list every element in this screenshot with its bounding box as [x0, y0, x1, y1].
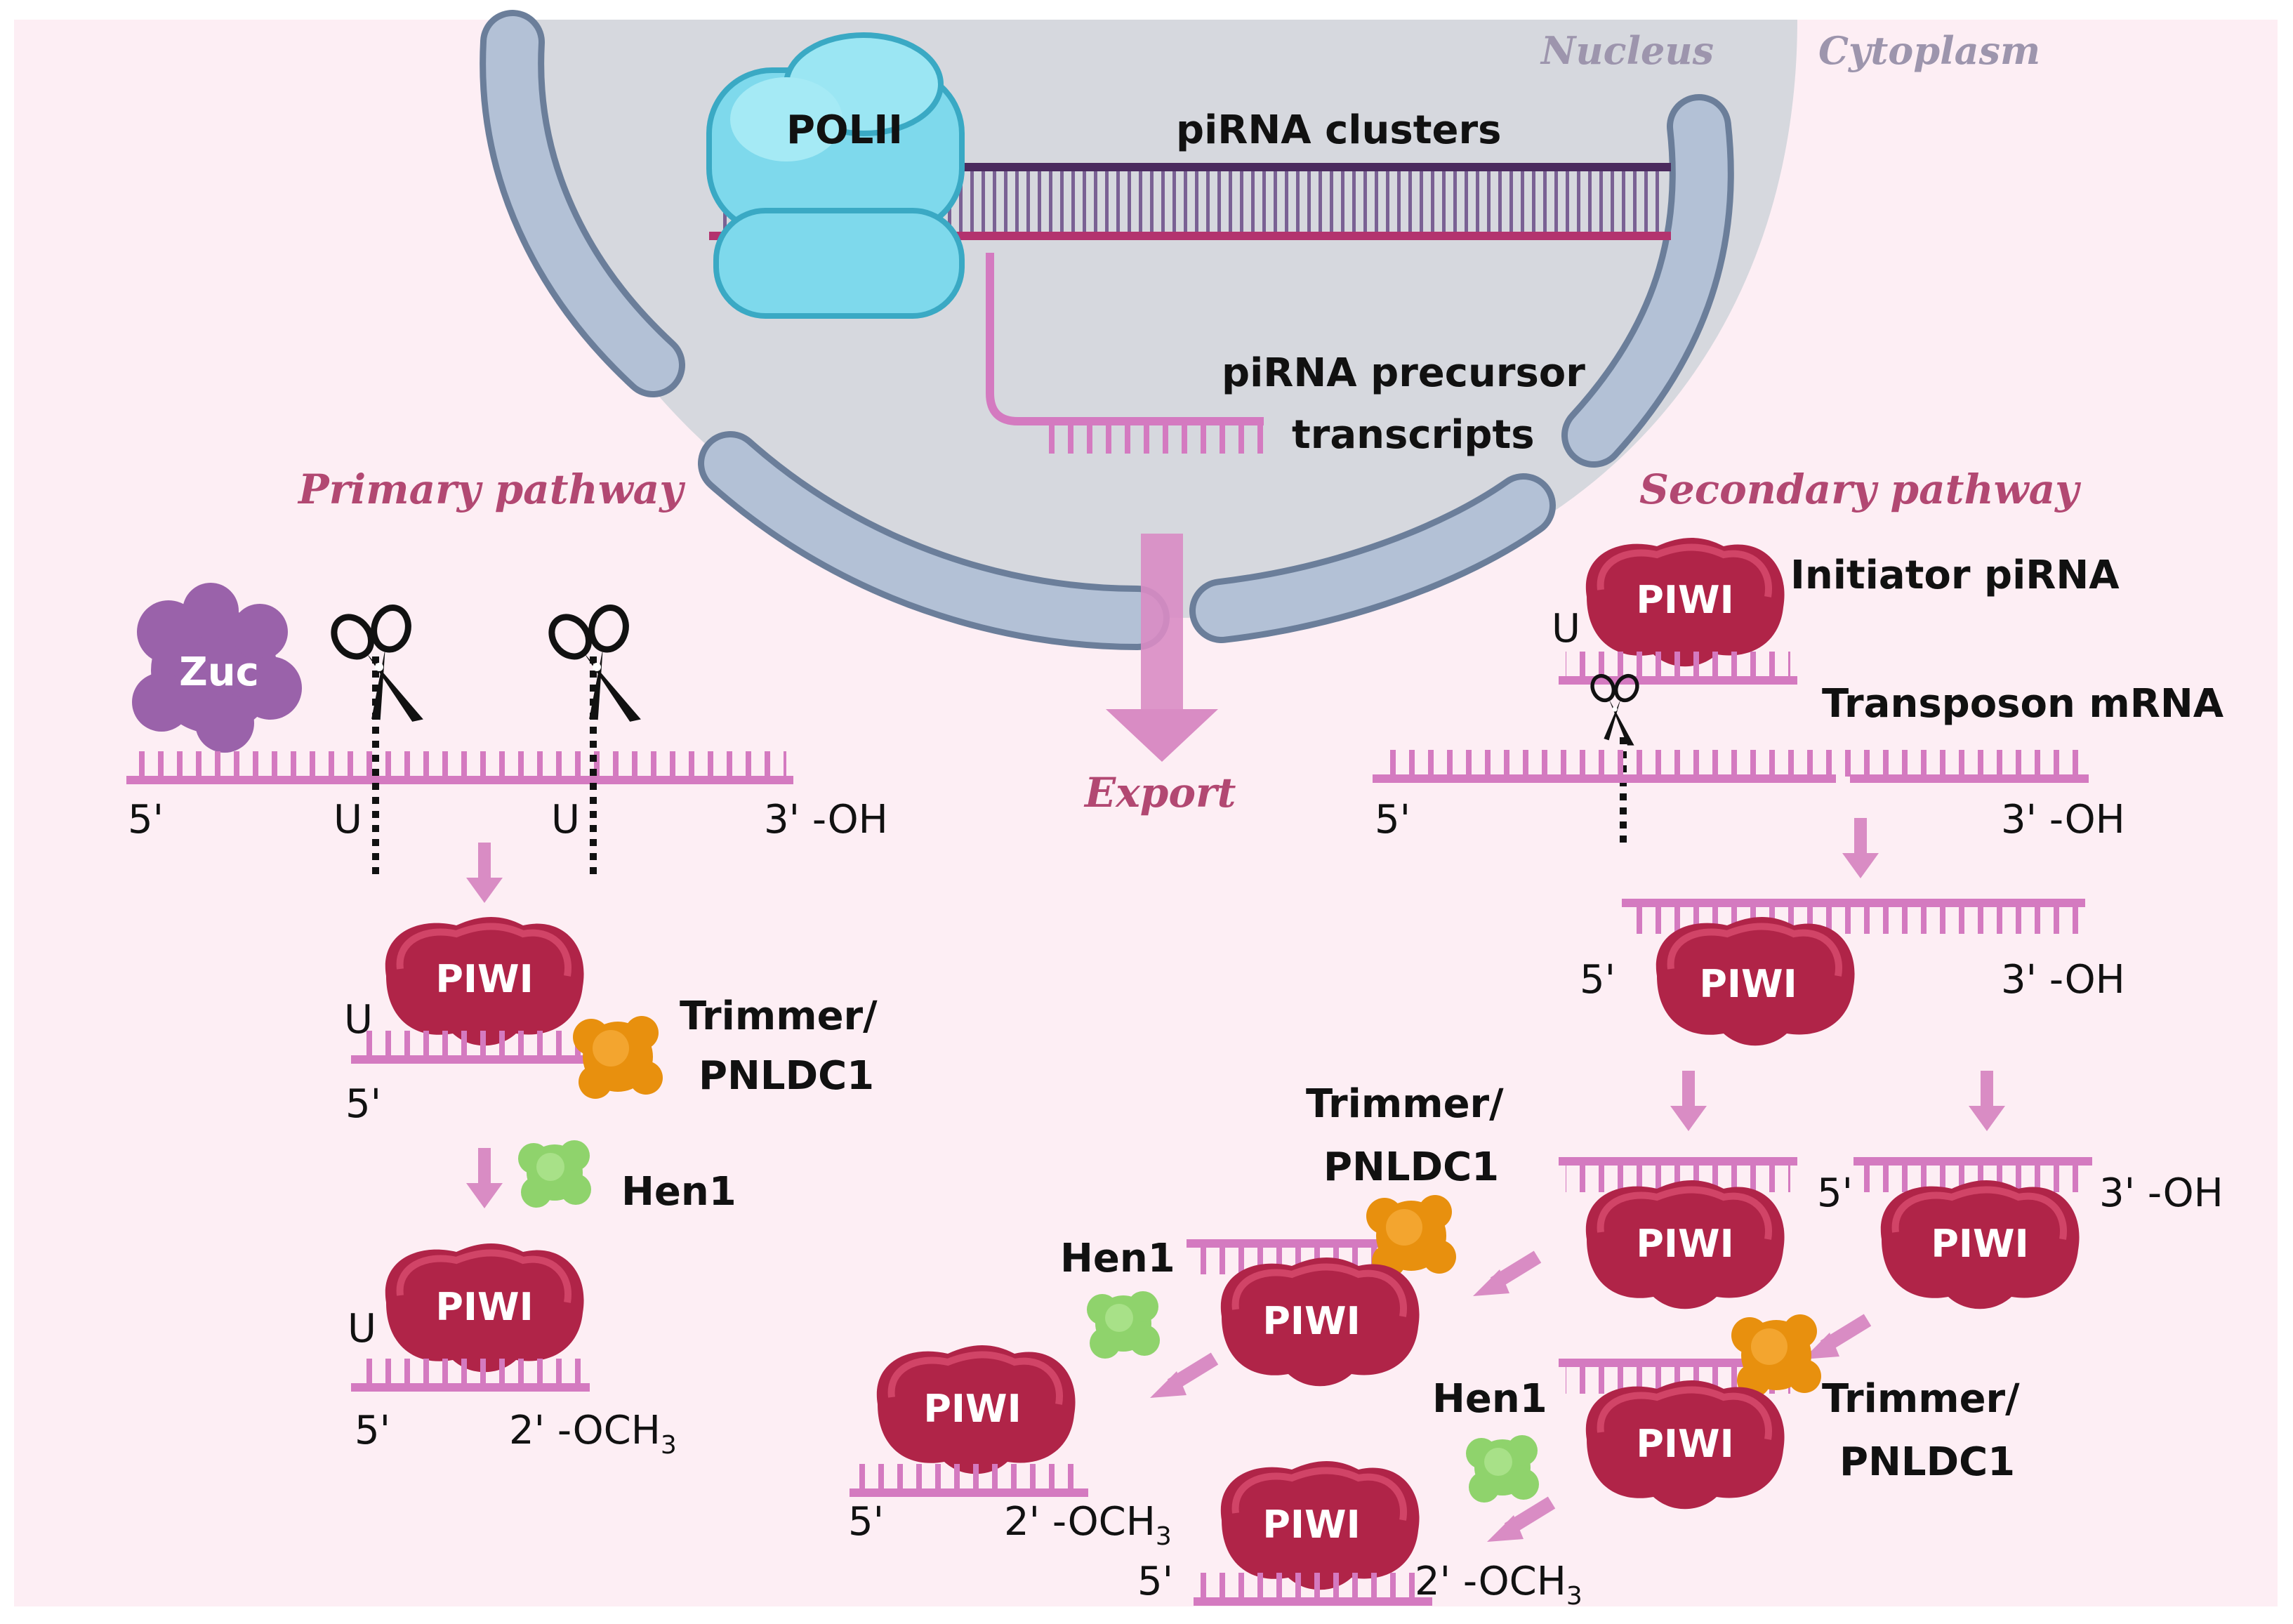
piwi-initiator: PIWI	[1636, 578, 1734, 622]
secondary-3-end-b: 3' -OH	[2001, 957, 2125, 1003]
secondary-5-end-a: 5'	[1375, 797, 1411, 843]
primary-5-end: 5'	[128, 797, 164, 843]
secondary-methyl-h: 2' -OCH3	[1415, 1559, 1582, 1611]
secondary-5-end-h: 5'	[1137, 1559, 1174, 1604]
secondary-trimmer-b-line2: PNLDC1	[1839, 1439, 2016, 1485]
primary-3-end: 3' -OH	[764, 797, 888, 843]
export-label: Export	[1085, 769, 1236, 817]
secondary-trimmer-b-line1: Trimmer/	[1822, 1376, 2020, 1422]
pirna-clusters-label: piRNA clusters	[1176, 107, 1502, 153]
secondary-trimmer-a-line1: Trimmer/	[1306, 1081, 1504, 1127]
secondary-3-end-a: 3' -OH	[2001, 797, 2125, 843]
primary-trimmer-line2: PNLDC1	[699, 1053, 875, 1099]
piwi-primary-b: PIWI	[435, 1285, 534, 1329]
secondary-trimmer-a-line2: PNLDC1	[1323, 1144, 1500, 1190]
secondary-5-end-d: 5'	[1817, 1170, 1853, 1216]
initiator-pirna-label: Initiator piRNA	[1790, 553, 2120, 598]
secondary-3-end-d: 3' -OH	[2099, 1170, 2223, 1216]
piwi-secondary-d: PIWI	[1931, 1222, 2029, 1266]
cytoplasm-label: Cytoplasm	[1818, 28, 2041, 73]
secondary-5-end-f: 5'	[848, 1499, 885, 1545]
piwi-primary-a: PIWI	[435, 957, 534, 1001]
zuc-label: Zuc	[179, 649, 259, 695]
primary-5-end-c: 5'	[355, 1408, 391, 1453]
primary-u-a: U	[333, 797, 362, 843]
primary-methyl: 2' -OCH3	[509, 1408, 677, 1460]
piwi-secondary-h: PIWI	[1262, 1503, 1361, 1547]
primary-pathway-title: Primary pathway	[298, 466, 683, 513]
primary-trimmer-line1: Trimmer/	[680, 993, 878, 1039]
piwi-secondary-e: PIWI	[1262, 1299, 1361, 1343]
secondary-hen1-a: Hen1	[1060, 1236, 1175, 1281]
secondary-pathway-title: Secondary pathway	[1639, 466, 2079, 513]
piwi-secondary-g: PIWI	[1636, 1422, 1734, 1466]
primary-u-c: U	[344, 997, 373, 1043]
secondary-methyl-f: 2' -OCH3	[1004, 1499, 1172, 1551]
transposon-mrna-label: Transposon mRNA	[1822, 681, 2224, 727]
primary-u-b: U	[551, 797, 580, 843]
piwi-secondary-c: PIWI	[1636, 1222, 1734, 1266]
secondary-hen1-b: Hen1	[1432, 1376, 1547, 1422]
secondary-5-end-b: 5'	[1580, 957, 1616, 1003]
precursor-label-line1: piRNA precursor	[1222, 350, 1585, 396]
primary-hen1: Hen1	[621, 1169, 736, 1215]
precursor-label-line2: transcripts	[1292, 412, 1535, 458]
nucleus-label: Nucleus	[1541, 28, 1714, 73]
piwi-secondary-b: PIWI	[1699, 962, 1797, 1006]
polii-label: POLII	[786, 107, 904, 153]
primary-u-d: U	[348, 1306, 376, 1352]
piwi-secondary-f: PIWI	[923, 1387, 1022, 1431]
secondary-u: U	[1552, 606, 1580, 652]
primary-5-end-b: 5'	[345, 1081, 382, 1127]
